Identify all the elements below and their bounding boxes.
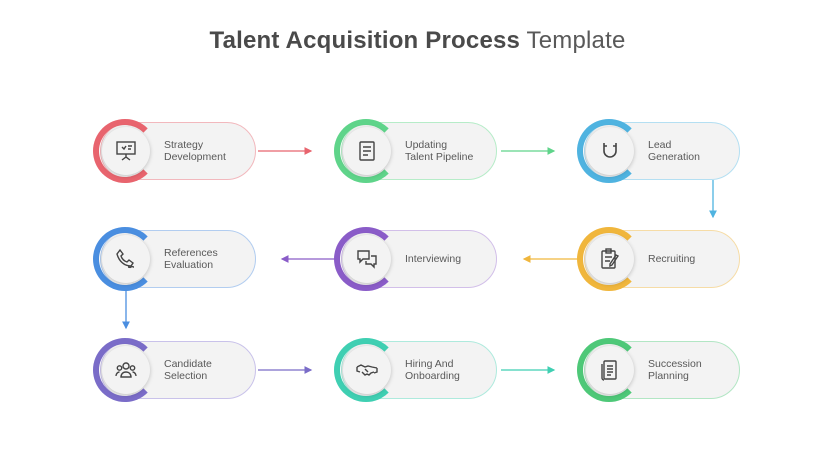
- document-icon: [586, 346, 634, 394]
- step-label: Strategy Development: [164, 139, 226, 163]
- clipboard-pen-icon: [586, 235, 634, 283]
- step-label: Updating Talent Pipeline: [405, 139, 474, 163]
- magnet-icon: [586, 127, 634, 175]
- team-icon: [102, 346, 150, 394]
- step-candidate-selection: Candidate Selection: [93, 338, 256, 402]
- title-bold: Talent Acquisition Process: [209, 27, 521, 54]
- step-succession-planning: Succession Planning: [577, 338, 740, 402]
- step-lead-generation: Lead Generation: [577, 119, 740, 183]
- step-label: Lead Generation: [648, 139, 700, 163]
- step-label: Candidate Selection: [164, 358, 212, 382]
- page-title: Talent Acquisition Process Template: [0, 27, 835, 55]
- step-interviewing: Interviewing: [334, 227, 497, 291]
- step-label: References Evaluation: [164, 247, 218, 271]
- step-label: Hiring And Onboarding: [405, 358, 460, 382]
- document-list-icon: [343, 127, 391, 175]
- presentation-board-icon: [102, 127, 150, 175]
- step-updating-talent-pipeline: Updating Talent Pipeline: [334, 119, 497, 183]
- step-hiring-and-onboarding: Hiring And Onboarding: [334, 338, 497, 402]
- handshake-icon: [343, 346, 391, 394]
- step-strategy-development: Strategy Development: [93, 119, 256, 183]
- step-label: Recruiting: [648, 253, 696, 265]
- step-label: Interviewing: [405, 253, 462, 265]
- step-recruiting: Recruiting: [577, 227, 740, 291]
- step-label: Succession Planning: [648, 358, 702, 382]
- title-light: Template: [526, 27, 626, 54]
- phone-call-icon: [102, 235, 150, 283]
- chat-bubbles-icon: [343, 235, 391, 283]
- step-references-evaluation: References Evaluation: [93, 227, 256, 291]
